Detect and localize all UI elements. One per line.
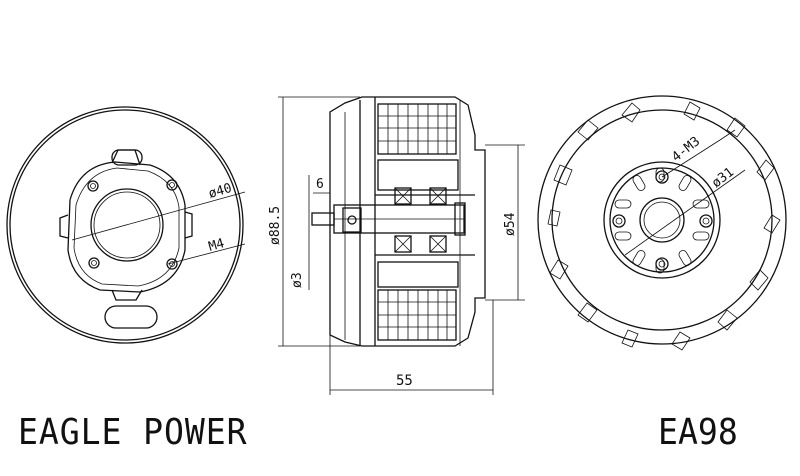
model-label: EA98 — [658, 412, 738, 453]
side-height-label: ø88.5 — [268, 206, 283, 245]
brand-label: EAGLE POWER — [18, 412, 248, 453]
side-view: ø88.5 ø3 6 55 ø54 — [268, 96, 525, 395]
rear-thread-label: 4-M3 — [669, 134, 703, 165]
front-view: ø40 M4 — [6, 106, 246, 344]
front-thread-label: M4 — [207, 236, 226, 255]
side-shaft-dia-label: ø3 — [290, 272, 305, 288]
side-flange-dia-label: ø54 — [503, 212, 518, 236]
side-length-label: 55 — [396, 373, 413, 389]
rear-hole-dia-label: ø31 — [709, 165, 737, 191]
side-shaft-len-label: 6 — [316, 177, 324, 192]
front-hole-dia-label: ø40 — [207, 181, 234, 202]
rear-view: 4-M3 ø31 — [537, 95, 787, 351]
